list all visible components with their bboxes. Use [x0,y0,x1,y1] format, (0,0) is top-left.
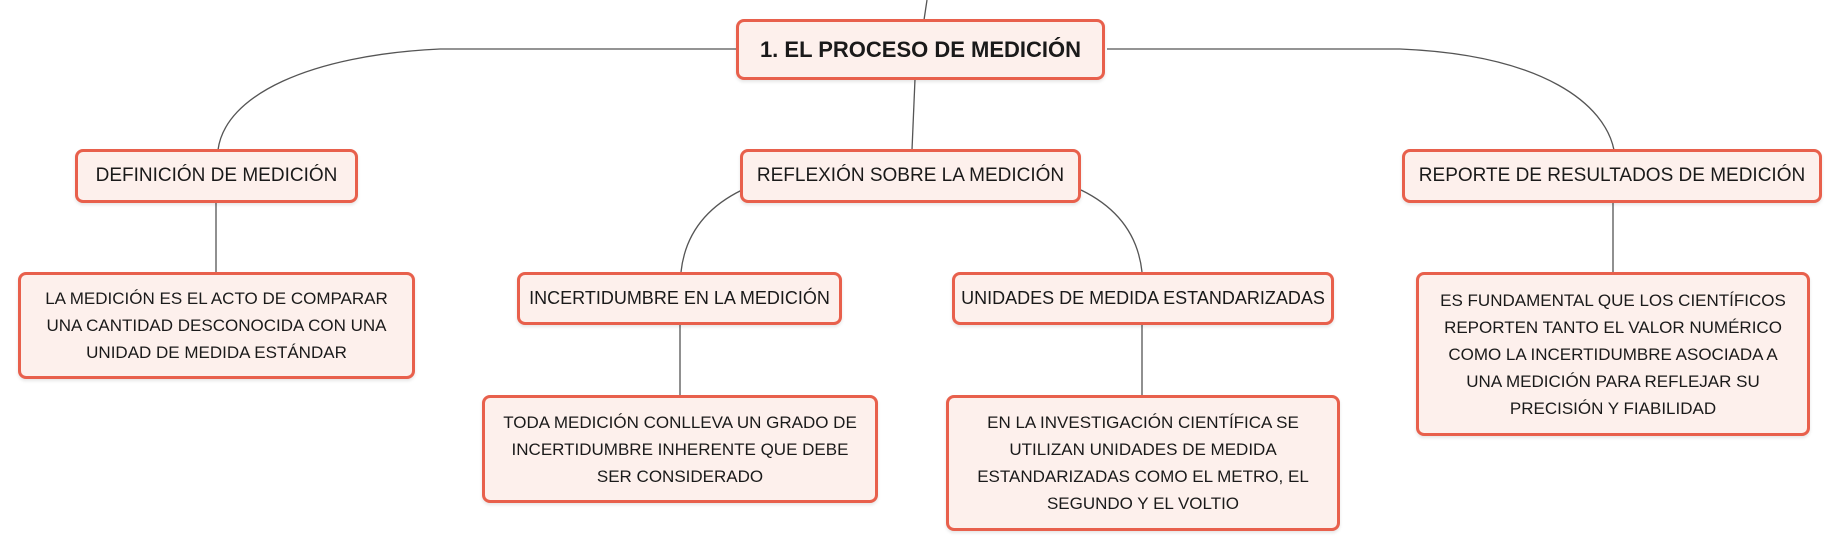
branch-reporte-label: REPORTE DE RESULTADOS DE MEDICIÓN [1418,165,1806,186]
connector-root-definicion [217,48,740,151]
detail-incertidumbre-node[interactable]: TODA MEDICIÓN CONLLEVA UN GRADO DE INCER… [482,395,878,503]
branch-reporte-node[interactable]: REPORTE DE RESULTADOS DE MEDICIÓN [1402,149,1822,203]
branch-reflexion-node[interactable]: REFLEXIÓN SOBRE LA MEDICIÓN [740,149,1081,203]
detail-unidades-node[interactable]: EN LA INVESTIGACIÓN CIENTÍFICA SE UTILIZ… [946,395,1340,531]
connector-root-reporte [1107,48,1615,151]
connector-parent-root [923,0,928,21]
detail-reporte-node[interactable]: ES FUNDAMENTAL QUE LOS CIENTÍFICOS REPOR… [1416,272,1810,436]
branch-definicion-label: DEFINICIÓN DE MEDICIÓN [95,165,338,186]
detail-unidades-text: EN LA INVESTIGACIÓN CIENTÍFICA SE UTILIZ… [977,413,1309,513]
connector-reflexion-unidades [1080,189,1143,273]
detail-reporte-text: ES FUNDAMENTAL QUE LOS CIENTÍFICOS REPOR… [1440,290,1786,418]
sub-incertidumbre-node[interactable]: INCERTIDUMBRE EN LA MEDICIÓN [517,272,842,325]
root-node[interactable]: 1. EL PROCESO DE MEDICIÓN [736,19,1105,80]
connector-reflexion-incertidumbre [680,189,743,273]
sub-unidades-node[interactable]: UNIDADES DE MEDIDA ESTANDARIZADAS [952,272,1334,325]
branch-definicion-node[interactable]: DEFINICIÓN DE MEDICIÓN [75,149,358,203]
branch-reflexion-label: REFLEXIÓN SOBRE LA MEDICIÓN [756,165,1065,186]
root-label: 1. EL PROCESO DE MEDICIÓN [759,36,1082,62]
sub-unidades-label: UNIDADES DE MEDIDA ESTANDARIZADAS [961,288,1325,308]
detail-incertidumbre-text: TODA MEDICIÓN CONLLEVA UN GRADO DE INCER… [503,412,857,486]
connector-root-reflexion [911,78,916,151]
detail-definicion-node[interactable]: LA MEDICIÓN ES EL ACTO DE COMPARAR UNA C… [18,272,415,379]
detail-definicion-text: LA MEDICIÓN ES EL ACTO DE COMPARAR UNA C… [45,289,388,362]
sub-incertidumbre-label: INCERTIDUMBRE EN LA MEDICIÓN [529,288,830,308]
